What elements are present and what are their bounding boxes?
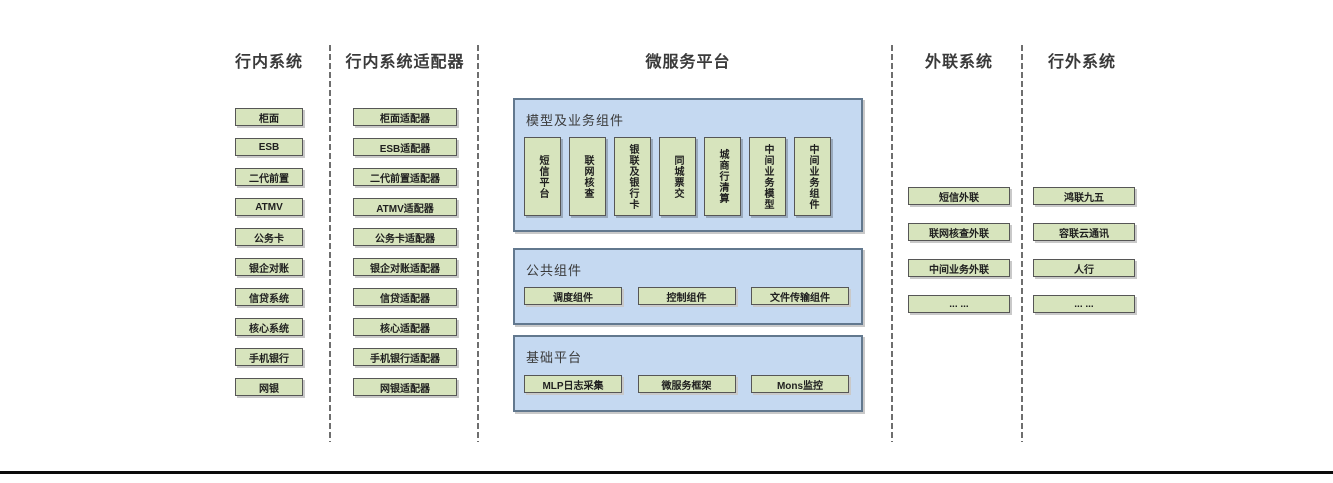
column-divider bbox=[329, 45, 331, 442]
adapter-box: ATMV适配器 bbox=[353, 198, 457, 216]
column-divider bbox=[891, 45, 893, 442]
system-box: 核心系统 bbox=[235, 318, 303, 336]
component-box: 调度组件 bbox=[524, 287, 622, 305]
column-divider bbox=[1021, 45, 1023, 442]
adapter-box: 信贷适配器 bbox=[353, 288, 457, 306]
component-box-vertical: 中间业务组件 bbox=[794, 137, 831, 216]
system-box: 银企对账 bbox=[235, 258, 303, 276]
panel-model-business-components: 模型及业务组件 短信平台 联网核查 银联及银行卡 同城票交 城商行清算 中间业务… bbox=[513, 98, 863, 232]
panel-label: 基础平台 bbox=[526, 350, 583, 365]
component-box: MLP日志采集 bbox=[524, 375, 622, 393]
system-box: 柜面 bbox=[235, 108, 303, 126]
column-title-internal-systems: 行内系统 bbox=[234, 54, 304, 71]
system-box: 人行 bbox=[1033, 259, 1135, 277]
adapter-box: 网银适配器 bbox=[353, 378, 457, 396]
system-box: ... ... bbox=[908, 295, 1010, 313]
component-box-vertical: 联网核查 bbox=[569, 137, 606, 216]
adapter-box: 二代前置适配器 bbox=[353, 168, 457, 186]
system-box: 二代前置 bbox=[235, 168, 303, 186]
internal-systems-list: 柜面 ESB 二代前置 ATMV 公务卡 银企对账 信贷系统 核心系统 手机银行… bbox=[235, 108, 303, 396]
adapter-box: 银企对账适配器 bbox=[353, 258, 457, 276]
adapter-box: 柜面适配器 bbox=[353, 108, 457, 126]
system-box: ... ... bbox=[1033, 295, 1135, 313]
system-box: ESB bbox=[235, 138, 303, 156]
external-systems-list: 鸿联九五 容联云通讯 人行 ... ... bbox=[1033, 187, 1135, 313]
column-title-external-systems: 行外系统 bbox=[1047, 54, 1117, 71]
column-title-outreach-systems: 外联系统 bbox=[924, 54, 994, 71]
component-box: 文件传输组件 bbox=[751, 287, 849, 305]
panel-common-components: 公共组件 调度组件 控制组件 文件传输组件 bbox=[513, 248, 863, 325]
common-components-list: 调度组件 控制组件 文件传输组件 bbox=[524, 287, 849, 305]
component-box-vertical: 短信平台 bbox=[524, 137, 561, 216]
adapter-box: 手机银行适配器 bbox=[353, 348, 457, 366]
column-divider bbox=[477, 45, 479, 442]
business-components-list: 短信平台 联网核查 银联及银行卡 同城票交 城商行清算 中间业务模型 中间业务组… bbox=[524, 137, 831, 216]
bottom-rule bbox=[0, 471, 1333, 483]
system-box: ATMV bbox=[235, 198, 303, 216]
panel-base-platform: 基础平台 MLP日志采集 微服务框架 Mons监控 bbox=[513, 335, 863, 412]
panel-label: 公共组件 bbox=[526, 263, 583, 278]
component-box-vertical: 中间业务模型 bbox=[749, 137, 786, 216]
system-box: 网银 bbox=[235, 378, 303, 396]
system-box: 鸿联九五 bbox=[1033, 187, 1135, 205]
system-box: 短信外联 bbox=[908, 187, 1010, 205]
column-title-internal-adapters: 行内系统适配器 bbox=[345, 54, 465, 71]
adapter-box: ESB适配器 bbox=[353, 138, 457, 156]
system-box: 信贷系统 bbox=[235, 288, 303, 306]
system-box: 容联云通讯 bbox=[1033, 223, 1135, 241]
column-title-microservice-platform: 微服务平台 bbox=[645, 54, 731, 71]
adapter-box: 核心适配器 bbox=[353, 318, 457, 336]
panel-label: 模型及业务组件 bbox=[526, 113, 625, 128]
outreach-systems-list: 短信外联 联网核查外联 中间业务外联 ... ... bbox=[908, 187, 1010, 313]
component-box-vertical: 城商行清算 bbox=[704, 137, 741, 216]
component-box: 微服务框架 bbox=[637, 375, 736, 393]
system-box: 手机银行 bbox=[235, 348, 303, 366]
component-box: Mons监控 bbox=[751, 375, 849, 393]
system-box: 中间业务外联 bbox=[908, 259, 1010, 277]
base-platform-list: MLP日志采集 微服务框架 Mons监控 bbox=[524, 375, 849, 393]
system-box: 联网核查外联 bbox=[908, 223, 1010, 241]
component-box-vertical: 银联及银行卡 bbox=[614, 137, 651, 216]
component-box-vertical: 同城票交 bbox=[659, 137, 696, 216]
system-box: 公务卡 bbox=[235, 228, 303, 246]
internal-adapters-list: 柜面适配器 ESB适配器 二代前置适配器 ATMV适配器 公务卡适配器 银企对账… bbox=[353, 108, 457, 396]
component-box: 控制组件 bbox=[637, 287, 736, 305]
adapter-box: 公务卡适配器 bbox=[353, 228, 457, 246]
